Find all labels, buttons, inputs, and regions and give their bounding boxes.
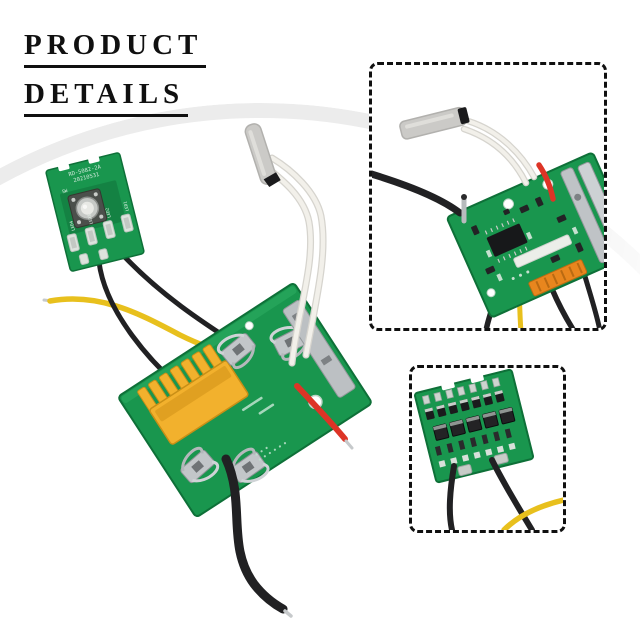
mounting-hole: [486, 288, 496, 298]
inset-pcb-back-view: [369, 62, 607, 331]
led-pads: [66, 213, 134, 265]
white-wire-1: [262, 163, 313, 366]
mounting-hole: [502, 198, 514, 210]
inset-thermistor-probe: [399, 106, 470, 140]
smd-components: [471, 196, 584, 275]
black-wire-tip: [283, 609, 293, 618]
sensor-pin-tip: [461, 194, 467, 200]
inset-black-wire: [549, 286, 576, 328]
thermistor-probe: [244, 123, 281, 188]
red-wire: [294, 383, 348, 442]
ic-pins: [484, 218, 528, 263]
inset2-yellow-wire: [501, 497, 563, 530]
title-line-1: PRODUCT: [24, 29, 207, 68]
label-strip: [513, 234, 572, 268]
inset-white-wire-1: [462, 127, 528, 185]
yellow-connector: [137, 344, 249, 445]
orange-connector: [528, 259, 588, 297]
switch-label: SW: [62, 188, 69, 195]
component-rows: [421, 377, 516, 477]
inset2-black-wire-2: [489, 457, 535, 530]
black-power-wire: [221, 454, 288, 614]
pcb-notch: [469, 372, 484, 383]
solder-pads: [485, 226, 579, 282]
led-pad-label: LED1: [122, 200, 129, 211]
led-pad-label: LED3: [86, 213, 93, 224]
mounting-hole: [244, 321, 254, 331]
inset-led-board-back-view: [409, 365, 566, 533]
ic-chip: [486, 223, 528, 257]
inset-black-lead-wire: [372, 170, 464, 217]
main-protection-board: [118, 282, 372, 518]
led-pad-label: LED4: [68, 220, 75, 231]
led-pad-label: LED2: [104, 207, 111, 218]
orange-connector-teeth: [535, 262, 583, 292]
inset-white-wire-2: [466, 119, 536, 179]
inset-led-board: [413, 368, 535, 484]
button-led-board: RD-5082-2A 20210531 SW: [45, 152, 145, 272]
inset-red-wire: [536, 162, 556, 202]
terminal-clip: [180, 446, 220, 484]
pcb-notch: [87, 153, 100, 164]
pcb-notch: [440, 379, 455, 391]
inset-top-photo: [372, 106, 604, 328]
page-title: PRODUCT DETAILS: [24, 29, 207, 128]
inset-black-wire: [581, 270, 602, 328]
silkscreen-marks: [241, 396, 287, 461]
white-wire-2: [269, 155, 326, 358]
inset-main-board-back: [446, 152, 604, 318]
inset2-black-wire-1: [446, 463, 457, 530]
tactile-switch: [67, 188, 108, 229]
terminal-strip: [560, 167, 604, 264]
red-wire-tip: [344, 439, 354, 450]
terminal-strip: [577, 161, 604, 258]
pcb-notch: [57, 161, 70, 172]
terminal-slot: [320, 354, 333, 366]
terminal-clip: [230, 447, 270, 484]
terminal-clip: [216, 333, 256, 370]
inset-bottom-photo: [413, 368, 563, 530]
title-line-2: DETAILS: [24, 78, 189, 117]
